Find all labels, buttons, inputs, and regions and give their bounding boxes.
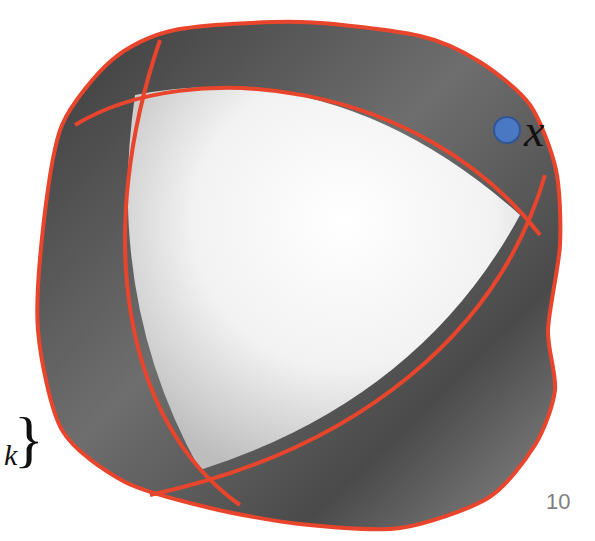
bright-face — [128, 87, 520, 470]
edge-curve — [75, 88, 540, 235]
solid-outline — [37, 22, 560, 529]
slide-number: 10 — [546, 491, 570, 513]
edge-curve — [125, 40, 240, 505]
point-marker — [494, 117, 520, 143]
edge-curve — [150, 175, 545, 495]
subscript-label: k — [4, 440, 17, 470]
bracket: } — [14, 408, 44, 470]
point-label: x — [524, 108, 544, 154]
